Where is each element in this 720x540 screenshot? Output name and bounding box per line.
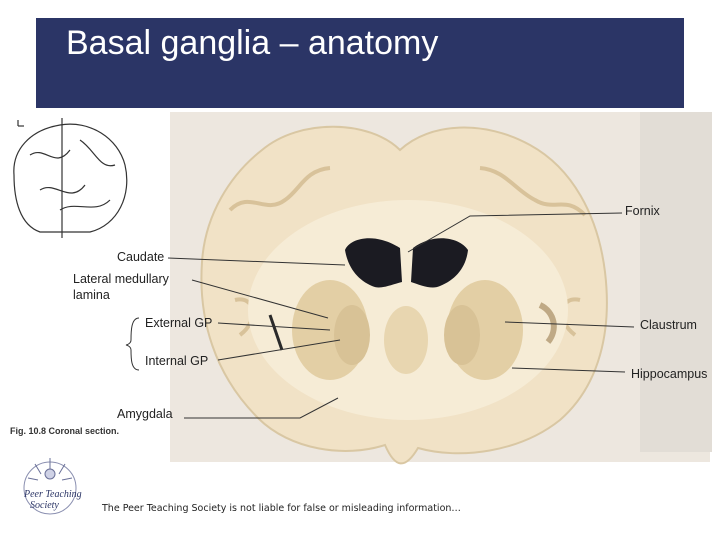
- peer-teaching-society-logo: [23, 458, 77, 515]
- coronal-section-figure: [13, 112, 712, 465]
- logo-text: Peer Teaching Society: [24, 489, 82, 511]
- brain-sketch: [13, 118, 128, 238]
- label-fornix: Fornix: [625, 204, 660, 218]
- label-lateral-medullary-lamina-2: lamina: [73, 288, 110, 302]
- label-caudate: Caudate: [117, 250, 165, 264]
- label-lateral-medullary-lamina-1: Lateral medullary: [73, 272, 169, 286]
- disclaimer: The Peer Teaching Society is not liable …: [102, 503, 461, 514]
- label-external-gp: External GP: [145, 316, 213, 330]
- lateral-ventricle-left: [345, 238, 402, 288]
- label-amygdala: Amygdala: [117, 407, 173, 421]
- label-claustrum: Claustrum: [640, 318, 697, 332]
- logo-line-2: Society: [30, 500, 59, 511]
- logo-line-1: Peer Teaching: [24, 489, 82, 500]
- globus-pallidus-left: [334, 305, 370, 365]
- label-hippocampus: Hippocampus: [631, 367, 708, 381]
- globus-pallidus-right: [444, 305, 480, 365]
- photo-edge: [640, 112, 712, 452]
- gp-bracket: [125, 317, 140, 371]
- leader-lines: [167, 212, 635, 419]
- insula-right: [538, 302, 557, 344]
- title-bar: [36, 18, 684, 108]
- slide-title: Basal ganglia – anatomy: [66, 24, 439, 62]
- lateral-ventricle-right: [411, 238, 468, 288]
- gyri-right: [479, 166, 587, 217]
- gyri-left: [228, 166, 331, 212]
- thalamus: [384, 306, 428, 374]
- label-internal-gp: Internal GP: [145, 354, 209, 368]
- claustrum-left: [268, 314, 284, 351]
- figure-caption: Fig. 10.8 Coronal section.: [10, 426, 120, 436]
